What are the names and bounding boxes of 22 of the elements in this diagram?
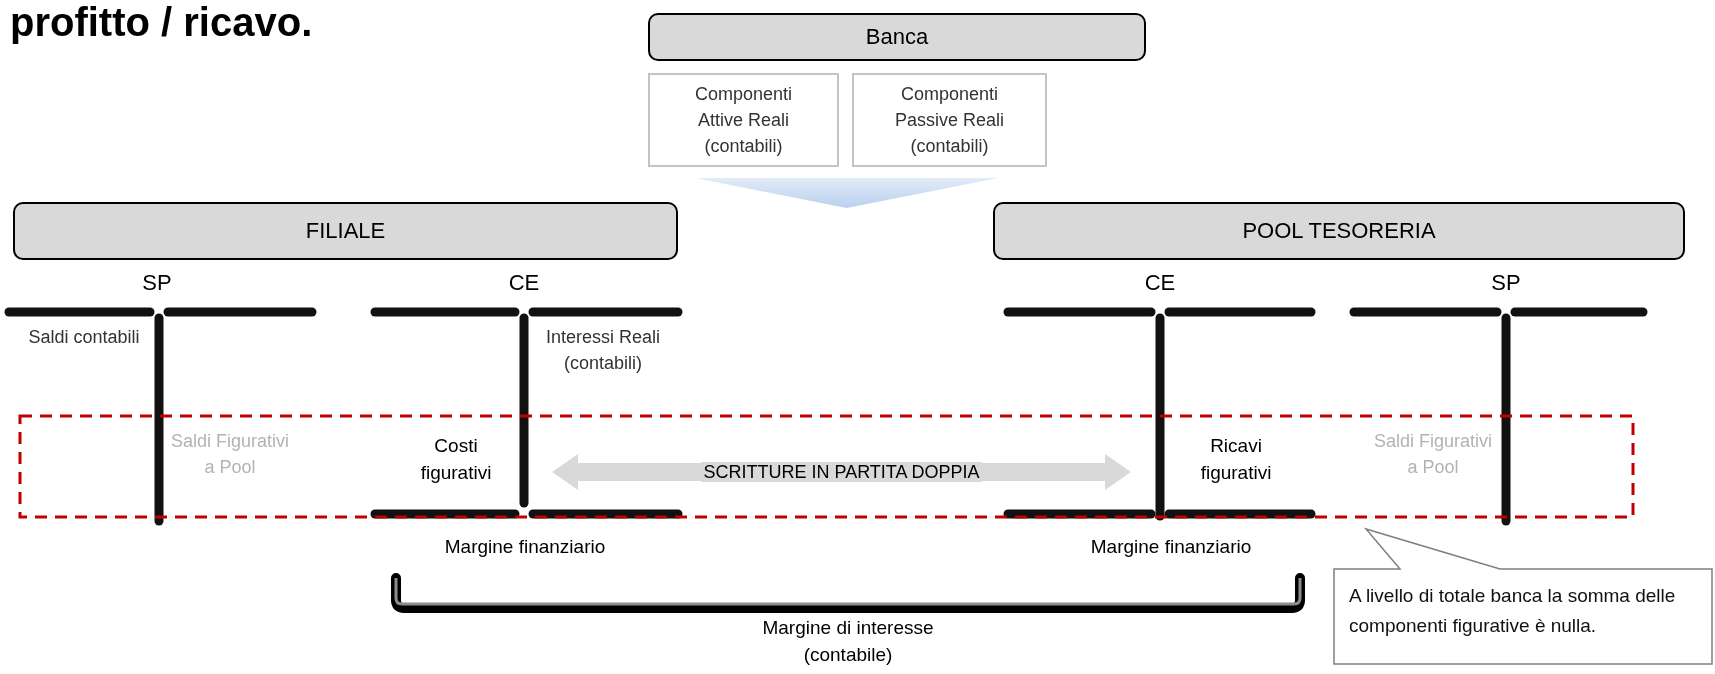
account-label: Ricavi figurativi bbox=[1131, 430, 1291, 510]
callout-box: A livello di totale banca la somma delle componenti figurative è nulla. bbox=[1333, 527, 1713, 665]
header-box: FILIALE bbox=[13, 202, 678, 260]
component-box: Componenti Passive Reali (contabili) bbox=[852, 73, 1047, 167]
account-label: Costi figurativi bbox=[400, 430, 552, 510]
edge-label: SCRITTURE IN PARTITA DOPPIA bbox=[701, 462, 982, 482]
margin-label: Margine finanziario bbox=[1089, 535, 1253, 559]
account-entry: Saldi Figurativi a Pool bbox=[170, 430, 290, 479]
account-title: CE bbox=[507, 269, 541, 297]
margin-label: Margine finanziario bbox=[443, 535, 607, 559]
component-box: Componenti Attive Reali (contabili) bbox=[648, 73, 839, 167]
account-title: SP bbox=[1490, 269, 1522, 297]
account-entry: Interessi Reali (contabili) bbox=[544, 326, 661, 375]
account-title: SP bbox=[141, 269, 173, 297]
account-entry: Saldi contabili bbox=[27, 326, 141, 349]
header-box: POOL TESORERIA bbox=[993, 202, 1685, 260]
funnel-shape bbox=[695, 178, 998, 208]
heading: profitto / ricavo. bbox=[10, 0, 313, 44]
account-entry: Saldi Figurativi a Pool bbox=[1373, 430, 1493, 479]
header-box: Banca bbox=[648, 13, 1146, 61]
margin-label: Margine di interesse (contabile) bbox=[761, 616, 935, 667]
account-title: CE bbox=[1143, 269, 1177, 297]
